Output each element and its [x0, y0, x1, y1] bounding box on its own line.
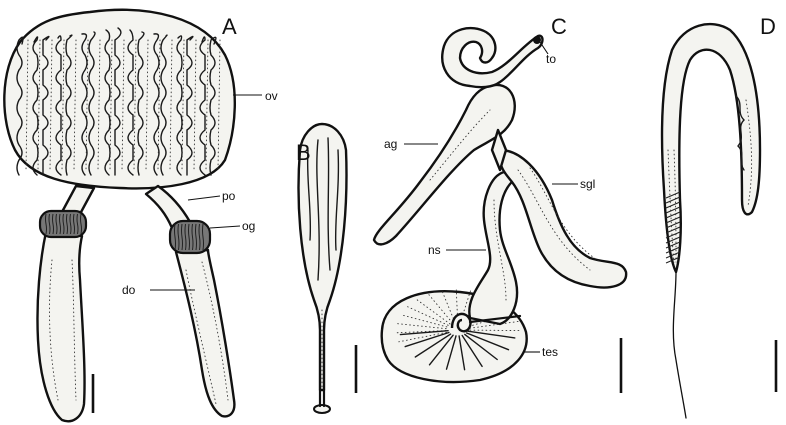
label-ag: ag: [384, 137, 397, 151]
panel-letter-a: A: [222, 14, 237, 39]
panel-letter-b: B: [296, 140, 311, 165]
label-do: do: [122, 283, 136, 297]
label-tes: tes: [542, 345, 558, 359]
panel-a: ov po og do A: [4, 10, 277, 421]
label-po: po: [222, 189, 236, 203]
label-sgl: sgl: [580, 177, 595, 191]
ovary-drawing: [4, 10, 234, 189]
label-ns: ns: [428, 243, 441, 257]
panel-b: B: [296, 124, 356, 413]
label-to: to: [546, 52, 556, 66]
left-oviduct-drawing: [37, 186, 94, 421]
panel-d: D: [662, 14, 776, 418]
label-ov: ov: [265, 89, 278, 103]
label-og: og: [242, 219, 255, 233]
panel-c: to ag sgl ns tes C: [374, 14, 626, 393]
panel-letter-d: D: [760, 14, 776, 39]
panel-letter-c: C: [551, 14, 567, 39]
right-oviduct-drawing: [146, 186, 234, 416]
